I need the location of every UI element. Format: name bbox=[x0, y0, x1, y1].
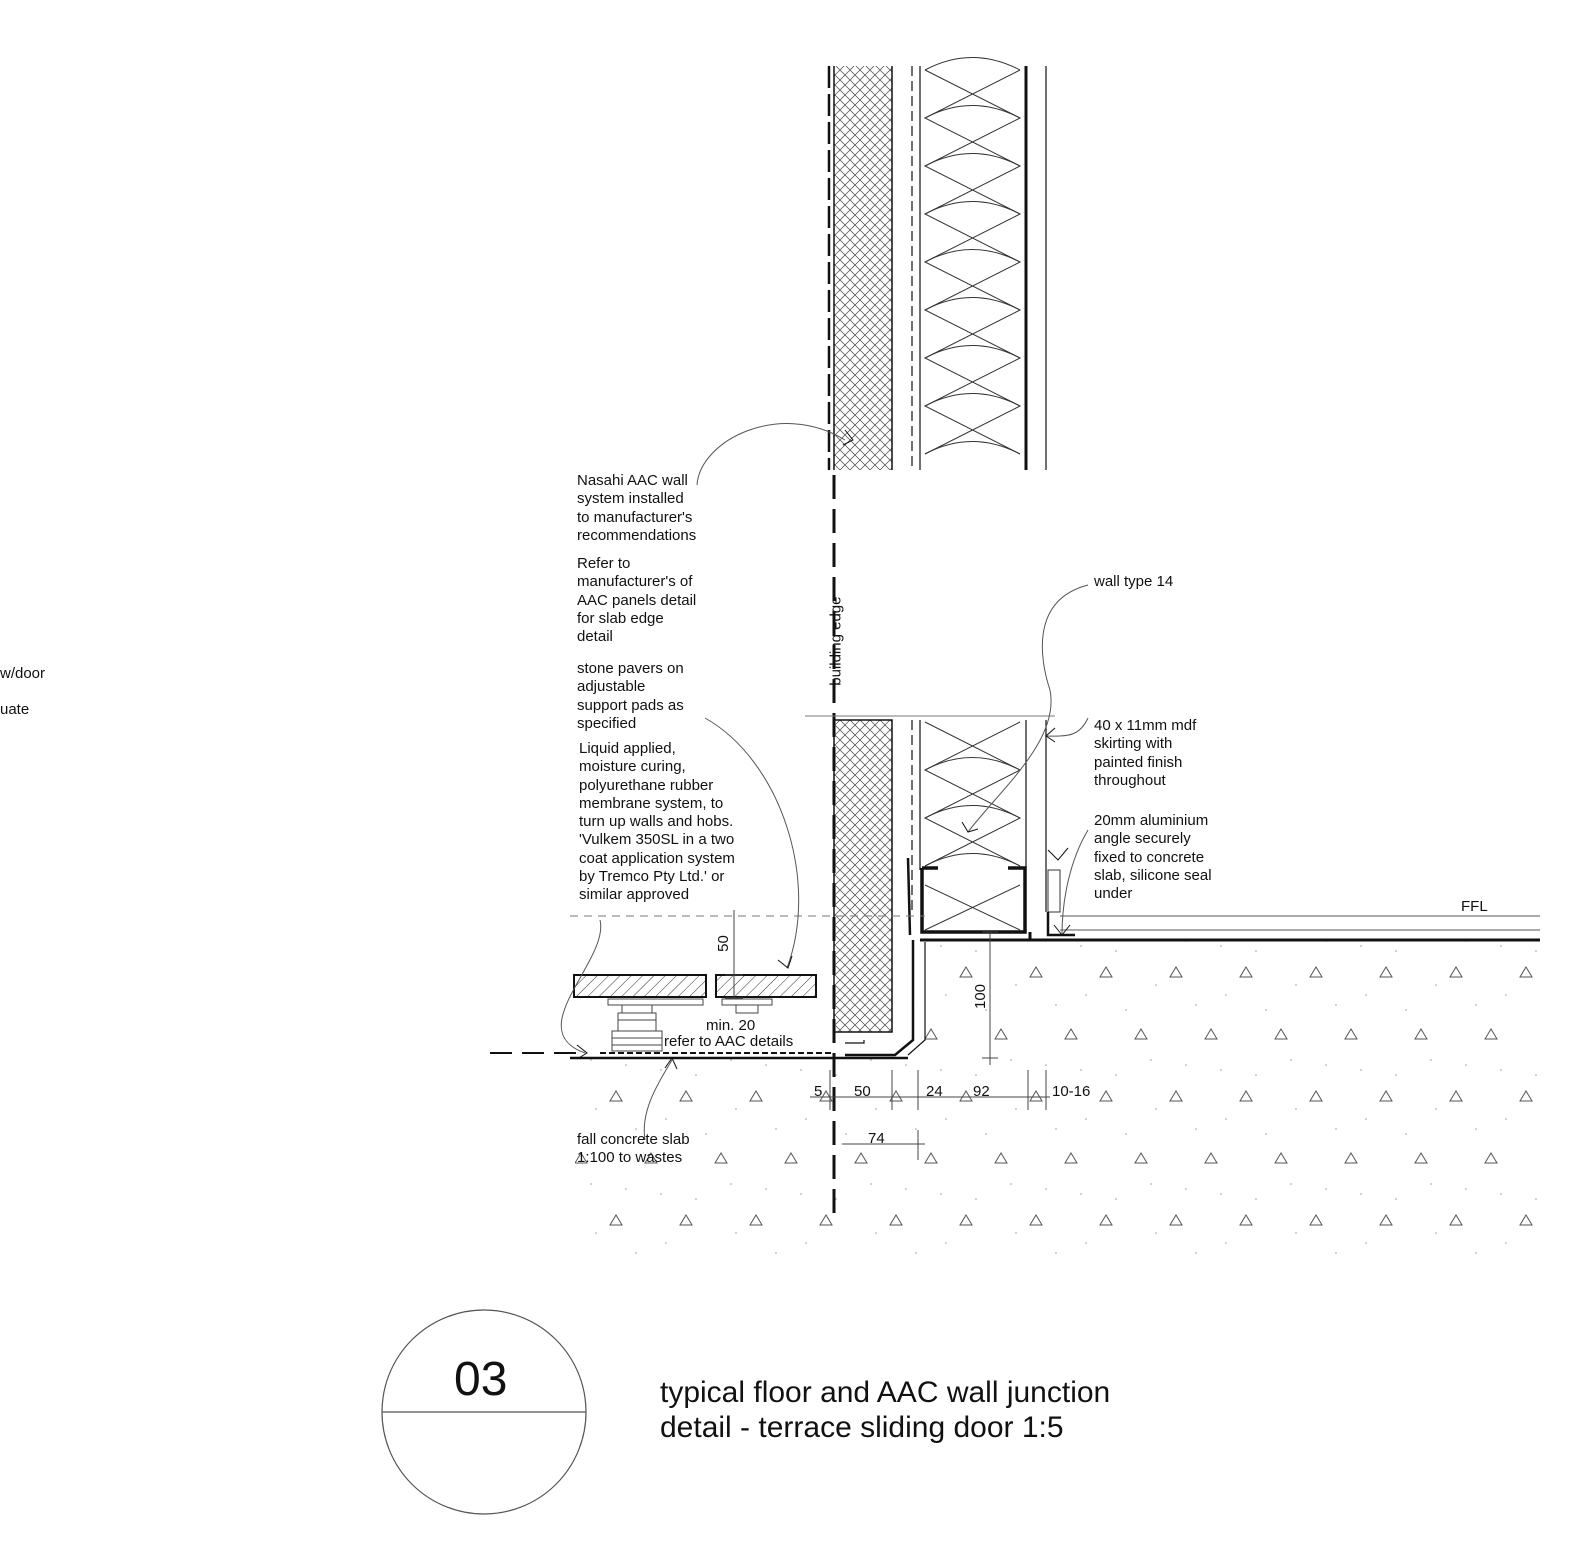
dim-24: 24 bbox=[926, 1083, 943, 1100]
note-wall-type: wall type 14 bbox=[1094, 573, 1174, 590]
detail-bubble bbox=[381, 1309, 587, 1515]
lower-wall bbox=[570, 715, 1540, 1057]
note-fall-slab: fall concrete slab 1:100 to wastes bbox=[577, 1131, 690, 1167]
note-membrane: Liquid applied, moisture curing, polyure… bbox=[579, 740, 735, 904]
note-stone-pavers: stone pavers on adjustable support pads … bbox=[577, 660, 684, 732]
dim-50: 50 bbox=[854, 1083, 871, 1100]
ffl-label: FFL bbox=[1461, 898, 1488, 915]
concrete-slab bbox=[570, 940, 1540, 1255]
note-refer-aac: refer to AAC details bbox=[664, 1033, 794, 1050]
dim-100-vertical: 100 bbox=[972, 983, 990, 1010]
note-wall-system: Nasahi AAC wall system installed to manu… bbox=[577, 472, 697, 544]
stone-pavers bbox=[490, 974, 832, 1054]
cut-text-1: w/door bbox=[0, 665, 46, 682]
dim-5: 5 bbox=[814, 1083, 823, 1100]
note-aluminium-angle: 20mm aluminium angle securely fixed to c… bbox=[1094, 812, 1212, 903]
cut-text-2: uate bbox=[0, 701, 30, 718]
dim-50-vertical: 50 bbox=[714, 935, 732, 952]
dim-92: 92 bbox=[973, 1083, 990, 1100]
dimension-lines bbox=[725, 910, 1050, 1160]
upper-wall bbox=[827, 57, 1047, 470]
detail-title-line1: typical floor and AAC wall junction bbox=[660, 1376, 1111, 1409]
leader-lines bbox=[560, 423, 1089, 1141]
detail-number: 03 bbox=[454, 1353, 508, 1406]
note-min20: min. 20 bbox=[706, 1017, 756, 1034]
building-edge-label: building edge bbox=[827, 596, 845, 686]
note-refer-manufacturer: Refer to manufacturer's of AAC panels de… bbox=[577, 555, 697, 646]
dim-10-16: 10-16 bbox=[1052, 1083, 1091, 1100]
dim-74: 74 bbox=[868, 1130, 885, 1147]
detail-title-line2: detail - terrace sliding door 1:5 bbox=[660, 1411, 1064, 1444]
note-skirting: 40 x 11mm mdf skirting with painted fini… bbox=[1094, 717, 1197, 789]
